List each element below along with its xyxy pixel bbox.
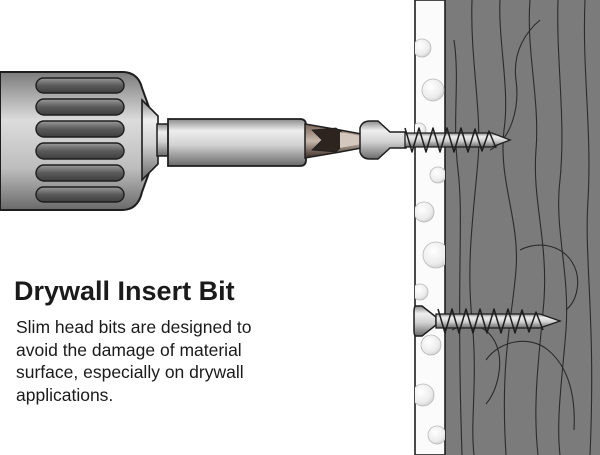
gypsum-bubble <box>421 78 445 102</box>
wood-grain-line <box>469 0 480 455</box>
wood-grain-line <box>557 0 568 455</box>
wood-grain-line <box>453 39 463 455</box>
description-line: Slim head bits are designed to <box>16 317 252 337</box>
wood-grain-line <box>499 0 518 455</box>
drywall-panel <box>414 0 446 455</box>
wood-grain-line <box>489 19 541 151</box>
chuck-grip-ridge <box>35 98 125 116</box>
chuck-grip-ridge <box>35 164 125 182</box>
screw-thread <box>404 127 497 153</box>
wood-grain-line <box>485 340 575 431</box>
wood-grain-line <box>519 244 579 311</box>
gypsum-bubble <box>429 166 445 184</box>
gypsum-bubble <box>420 334 442 356</box>
drill-chuck <box>0 71 159 211</box>
description-line: applications. <box>16 384 114 405</box>
gypsum-bubble <box>415 383 435 407</box>
description-line: surface, especially on drywall <box>16 362 244 382</box>
gypsum-bubble <box>415 201 435 223</box>
page-title: Drywall Insert Bit <box>14 276 235 306</box>
chuck-grip-ridge <box>35 142 125 160</box>
chuck-grip-ridge <box>35 120 125 138</box>
bit-shank <box>156 118 307 167</box>
wood-grain-line <box>583 0 593 455</box>
description: Slim head bits are designed to avoid the… <box>16 316 251 406</box>
gypsum-bubble <box>415 283 429 301</box>
chuck-grip-ridge <box>35 186 125 203</box>
description-line: avoid the damage of material <box>16 339 242 360</box>
screw-thread <box>437 308 544 334</box>
drywall-screw <box>413 305 562 337</box>
chuck-grip-ridge <box>35 77 125 94</box>
gypsum-bubble <box>427 425 445 445</box>
gypsum-bubble <box>422 241 445 269</box>
drywall-screw <box>359 120 512 160</box>
gypsum-bubble <box>415 38 432 58</box>
wood-stud <box>445 0 600 455</box>
wood-grain-line <box>528 0 546 455</box>
